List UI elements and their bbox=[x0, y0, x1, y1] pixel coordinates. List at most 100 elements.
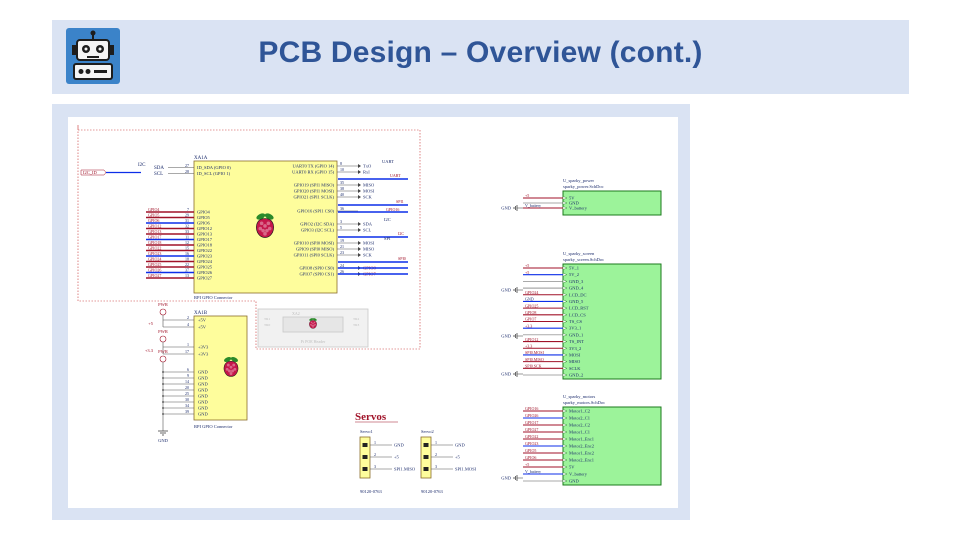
servo-pin-num: 1 bbox=[374, 440, 376, 445]
sheet-port-net: SPI0.SCK bbox=[525, 364, 542, 369]
sheet-port-net: GPIO12 bbox=[525, 337, 538, 342]
xa1a-pin-num: 3 bbox=[340, 219, 342, 224]
xa1b-logo-leaf-left bbox=[224, 356, 232, 363]
xa1a-net-label: MOSI bbox=[363, 189, 375, 194]
sheet-port-net: GPIO23 bbox=[525, 441, 538, 446]
xa1a-pin-num: 11 bbox=[185, 235, 189, 240]
xa1a-pin-num: 38 bbox=[340, 186, 344, 191]
xa1b-logo-drupe bbox=[233, 367, 237, 371]
xa1a-net-arrow bbox=[358, 183, 361, 187]
xa1b-logo-drupe bbox=[232, 363, 236, 367]
xa1b-logo bbox=[223, 356, 239, 377]
xa1a-net-label: SCK bbox=[363, 253, 373, 258]
xa1b-pin-num: 9 bbox=[187, 373, 189, 378]
xa1a-pin-name: GPIO10 (SPI0 MOSI) bbox=[294, 241, 335, 246]
sheet-port-net: GPIO16 bbox=[525, 406, 538, 411]
xa1a-designator: XA1A bbox=[194, 156, 208, 161]
xa1a-net-label: TxO bbox=[363, 164, 372, 169]
xa1a-pin-name: GPIO24 bbox=[197, 259, 213, 264]
servo-name: Servo2 bbox=[421, 429, 434, 434]
xa1a-logo-drupe bbox=[265, 228, 269, 233]
xa1a-gpio-net: GPIO25 bbox=[148, 262, 161, 267]
xa1a-pin-name: ID_SDA (GPIO 0) bbox=[197, 165, 231, 170]
sheet-port-name: Motor2_C2 bbox=[569, 423, 590, 428]
xa2-logo-drupe bbox=[312, 322, 314, 325]
xa1a-pin-name: GPIO13 bbox=[197, 232, 213, 237]
xa1b-pin-num: 2 bbox=[187, 315, 189, 320]
xa1a-net-arrow bbox=[358, 170, 361, 174]
xa1a-pin-num: 7 bbox=[187, 207, 189, 212]
xa1b-pwr-flag-circle bbox=[159, 308, 167, 316]
xa1b-pin-name: GND bbox=[198, 376, 208, 381]
sheet-port-net: V_battery bbox=[525, 469, 541, 474]
servo-pin-net: +5 bbox=[455, 455, 461, 460]
xa1a-pin-name: GPIO12 bbox=[197, 226, 212, 231]
xa1a-pin-num: 33 bbox=[185, 229, 189, 234]
sheet-port-name: 5V bbox=[569, 465, 575, 470]
sheet-port-name: LCD_CS bbox=[569, 312, 586, 317]
xa1a-logo-leaf-left bbox=[256, 213, 266, 220]
xa1a-pin-num: 32 bbox=[185, 224, 189, 229]
sheet-port-name: TS_CS bbox=[569, 319, 583, 324]
xa2-logo-drupe bbox=[310, 323, 312, 326]
sheet-port-net: SPI0.MOSI bbox=[525, 350, 544, 355]
sheet-symbol bbox=[562, 406, 662, 486]
xa1a-gpio-net: GPIO22 bbox=[148, 246, 161, 251]
xa1a-pin-name: GPIO5 bbox=[197, 215, 211, 220]
xa1b-pin-name: +3V3 bbox=[198, 352, 209, 357]
sheet-port-net: GPIO7 bbox=[525, 317, 536, 322]
xa1b-pin-name: GND bbox=[198, 370, 208, 375]
xa1a-pin-name: GPIO27 bbox=[197, 276, 213, 281]
sheet-title: U_sparky_screen bbox=[563, 251, 595, 256]
xa1a-pin-name: GPIO6 bbox=[197, 221, 211, 226]
xa1a-pin-name: GPIO8 (SPI0 CS0) bbox=[299, 266, 334, 271]
servo-pin-net: GND bbox=[394, 443, 404, 448]
xa1a-net-label: MISO bbox=[363, 183, 375, 188]
xa1b-footer: RPI GPIO Connector bbox=[194, 424, 233, 429]
sheet-port-name: LCD_RST bbox=[569, 306, 589, 311]
xa1b-junction bbox=[162, 407, 164, 409]
xa1b-junction bbox=[162, 395, 164, 397]
servo-pin-num: 1 bbox=[435, 440, 437, 445]
sheet-port-net: GPIO22 bbox=[525, 434, 538, 439]
servo-pin-pad bbox=[423, 455, 429, 459]
xa1a-pin-name: GPIO11 (SPI0 SCLK) bbox=[294, 253, 335, 258]
robot-icon bbox=[66, 28, 120, 84]
sheet-port-name: MISO bbox=[569, 359, 581, 364]
xa1a-pin-name: GPIO20 (SPI1 MOSI) bbox=[294, 189, 335, 194]
sheet-port-net: GPIO26 bbox=[525, 413, 538, 418]
xa1a-pin-name: GPIO23 bbox=[197, 254, 213, 259]
sheet-port-net: V_battery bbox=[525, 203, 541, 208]
xa2-logo-drupe bbox=[314, 323, 316, 326]
sheet-port-name: GND_4 bbox=[569, 286, 584, 291]
xa1b-logo-leaf-right bbox=[230, 356, 238, 363]
xa1a-logo bbox=[256, 213, 274, 238]
xa1b-pin-name: GND bbox=[198, 382, 208, 387]
sheet-gnd-label: GND bbox=[501, 288, 511, 293]
sheet-port-net: +3.3 bbox=[525, 323, 532, 328]
xa2-logo-drupe bbox=[311, 324, 313, 327]
sheet-port-net: +5 bbox=[525, 270, 529, 275]
sheet-port-net: GPIO17 bbox=[525, 420, 538, 425]
xa1a-gpio-net: GPIO13 bbox=[148, 229, 161, 234]
xa1a-net-label: MISO bbox=[363, 247, 375, 252]
xa1b-pin-name: +5V bbox=[198, 325, 207, 330]
xa2-footer: Pi POE Header bbox=[301, 339, 326, 344]
xa1a-pin-num: 16 bbox=[185, 251, 189, 256]
xa1a-pin-num: 27 bbox=[185, 163, 189, 168]
xa1a-pin-name: GPIO2 (I2C SDA) bbox=[300, 222, 334, 227]
xa1b-rail-label: +3.3 bbox=[145, 348, 154, 353]
sheet-port-net: GPIO5 bbox=[525, 448, 536, 453]
xa1b-pin-num: 39 bbox=[185, 409, 189, 414]
servo-pin-pad bbox=[362, 467, 368, 471]
sheet-port-net: +3.3 bbox=[525, 343, 532, 348]
xa1a-net-label: MOSI bbox=[363, 241, 375, 246]
sheet-port-net: GPIO27 bbox=[525, 427, 538, 432]
sheet-port-name: Motor1_Enc1 bbox=[569, 437, 594, 442]
xa1b-rail-label: +5 bbox=[148, 321, 154, 326]
xa1a-boundary bbox=[77, 129, 421, 350]
xa1a-pin-num: 5 bbox=[340, 225, 342, 230]
sheet-port-net: GPIO24 bbox=[525, 290, 538, 295]
xa1a-pin-name: GPIO21 (SPI1 SCLK) bbox=[293, 195, 334, 200]
servo-pin-pad bbox=[362, 455, 368, 459]
